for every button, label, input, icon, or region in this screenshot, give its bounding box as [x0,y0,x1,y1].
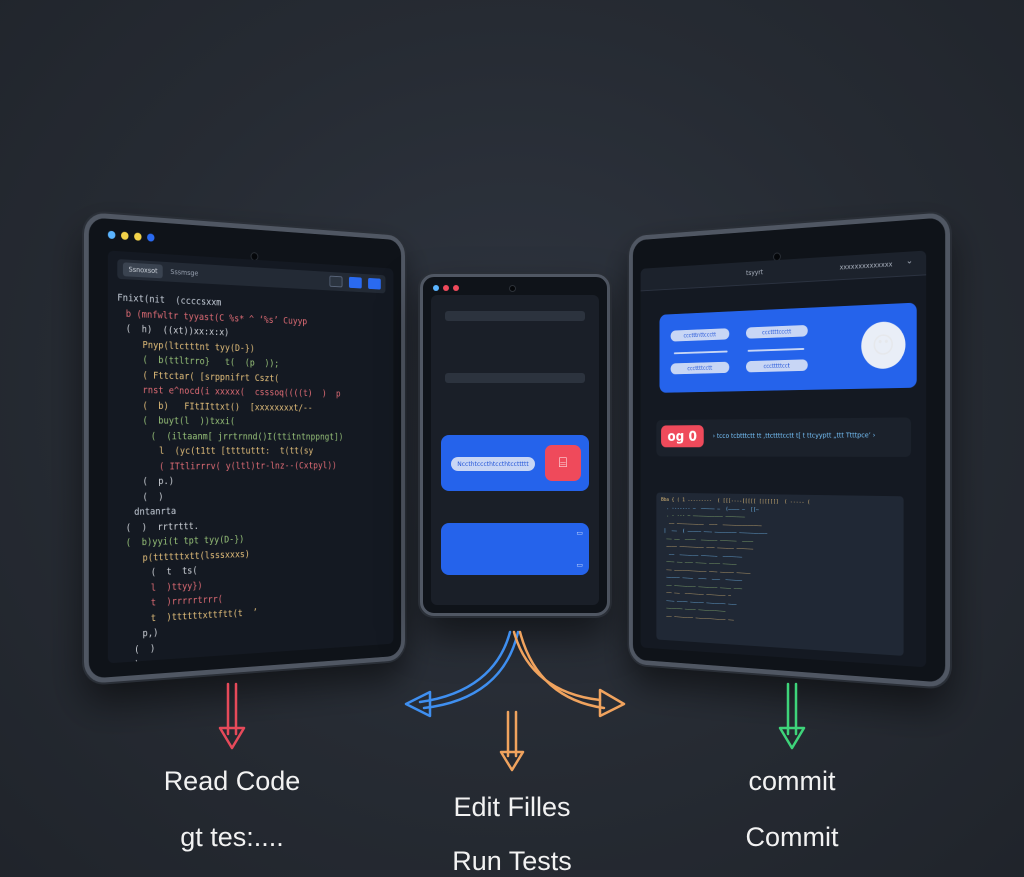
phone-device: Nccthtcccthtccthtccttttt ⌸ ▭ ▭ [420,274,610,616]
card-pill[interactable]: Nccthtcccthtccthtccttttt [451,457,535,471]
label-gt-tes: gt tes:.... [180,822,284,852]
window-dot-icon[interactable] [453,285,459,291]
file-edit-icon[interactable]: ⌸ [545,445,581,481]
placeholder-bar [445,311,585,321]
label-read-code: Read Code [163,766,301,796]
info-card[interactable]: ▭ ▭ [441,523,589,575]
label-commit-lower: commit [748,766,836,796]
arrow-right-orange-icon [512,630,626,718]
arrow-down-orange-icon [499,710,525,772]
arrow-down-red-icon [218,682,246,750]
card-menu-icon[interactable]: ▭ [576,529,583,537]
window-controls[interactable] [433,285,459,291]
camera-icon [509,285,516,292]
arrow-down-green-icon [778,682,806,750]
placeholder-bar [445,373,585,383]
phone-screen: Nccthtcccthtccthtccttttt ⌸ ▭ ▭ [431,295,599,605]
edit-card[interactable]: Nccthtcccthtccthtccttttt ⌸ [441,435,589,491]
card-menu-icon[interactable]: ▭ [576,561,583,569]
label-run-tests: Run Tests [452,846,572,876]
label-commit: Commit [745,822,839,852]
window-dot-icon[interactable] [433,285,439,291]
label-edit-files: Edit Filles [453,792,571,822]
window-dot-icon[interactable] [443,285,449,291]
arrow-left-blue-icon [404,630,520,718]
